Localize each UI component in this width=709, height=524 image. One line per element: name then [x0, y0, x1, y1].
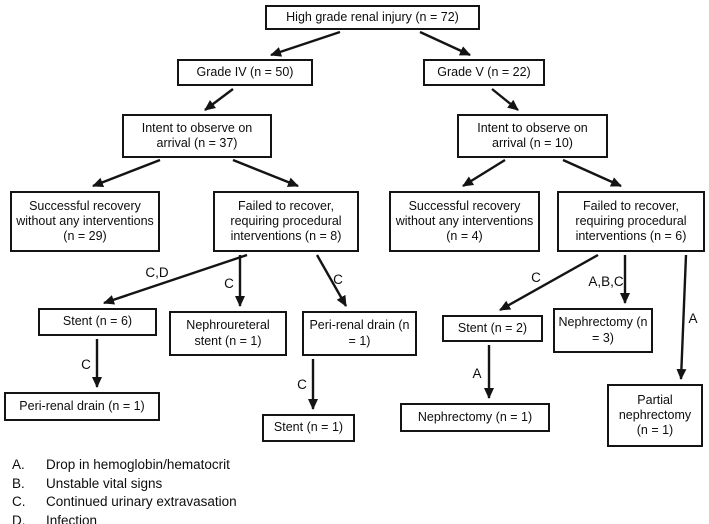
legend-item-d: D. Infection [12, 512, 237, 524]
arrow-grade-v-to-observe [491, 88, 519, 111]
node-peri-renal-drain-bottom: Peri-renal drain (n = 1) [4, 392, 160, 421]
edge-label-c-peridrain: C [333, 272, 343, 287]
arrow-observe5-to-success [462, 158, 506, 188]
legend: A. Drop in hemoglobin/hematocrit B. Unst… [12, 456, 237, 524]
node-partial-nephrectomy: Partial nephrectomy (n = 1) [607, 384, 703, 447]
arrow-observe4-to-failed [232, 158, 299, 188]
edge-label-c-stent1: C [297, 377, 307, 392]
edge-label-cd: C,D [145, 265, 169, 280]
legend-text-d: Infection [46, 512, 98, 524]
arrow-root-to-grade-v [419, 30, 471, 57]
legend-text-a: Drop in hemoglobin/hematocrit [46, 457, 230, 472]
node-intent-observe-grade-v: Intent to observe on arrival (n = 10) [457, 114, 608, 158]
node-successful-recovery-grade-v: Successful recovery without any interven… [389, 191, 540, 252]
node-grade-iv: Grade IV (n = 50) [177, 59, 313, 86]
arrow-observe5-to-failed [562, 158, 622, 188]
edge-label-c-nephroureteral: C [224, 276, 234, 291]
legend-item-c: C. Continued urinary extravasation [12, 493, 237, 512]
legend-key-c: C. [12, 494, 26, 509]
edge-label-a-nephrectomy1: A [472, 366, 481, 381]
legend-key-b: B. [12, 475, 25, 491]
legend-item-a: A. Drop in hemoglobin/hematocrit [12, 456, 237, 475]
arrow-failed4-to-stent6 [103, 253, 248, 305]
legend-key-a: A. [12, 457, 25, 472]
edge-label-abc: A,B,C [588, 274, 624, 289]
arrow-root-to-grade-iv [270, 30, 341, 57]
node-high-grade-renal-injury: High grade renal injury (n = 72) [265, 5, 480, 30]
legend-key-d: D. [12, 512, 26, 524]
node-failed-recover-grade-iv: Failed to recover, requiring procedural … [213, 191, 359, 252]
arrow-failed5-to-stent2 [499, 253, 599, 312]
node-intent-observe-grade-iv: Intent to observe on arrival (n = 37) [122, 114, 272, 158]
node-successful-recovery-grade-iv: Successful recovery without any interven… [10, 191, 160, 252]
node-failed-recover-grade-v: Failed to recover, requiring procedural … [557, 191, 705, 252]
edge-label-a-partial: A [688, 311, 697, 326]
node-peri-renal-drain-mid: Peri-renal drain (n = 1) [302, 311, 417, 356]
node-stent-n6: Stent (n = 6) [38, 308, 157, 336]
arrow-grade-iv-to-observe [204, 88, 234, 111]
edge-label-c-stent2: C [531, 270, 541, 285]
node-stent-n2: Stent (n = 2) [442, 315, 543, 342]
edge-label-c-stent6: C [81, 357, 91, 372]
node-nephroureteral-stent: Nephroureteral stent (n = 1) [169, 311, 287, 356]
arrow-observe4-to-success [92, 158, 161, 188]
legend-item-b: B. Unstable vital signs [12, 475, 237, 494]
arrow-failed5-to-partial [676, 254, 688, 380]
legend-text-c: Continued urinary extravasation [46, 494, 237, 509]
arrow-failed4-to-peridrain [315, 254, 348, 307]
node-nephrectomy-n3: Nephrectomy (n = 3) [553, 308, 653, 353]
node-grade-v: Grade V (n = 22) [423, 59, 545, 86]
node-stent-n1: Stent (n = 1) [262, 414, 355, 442]
node-nephrectomy-n1: Nephrectomy (n = 1) [400, 403, 550, 432]
legend-text-b: Unstable vital signs [46, 475, 163, 491]
